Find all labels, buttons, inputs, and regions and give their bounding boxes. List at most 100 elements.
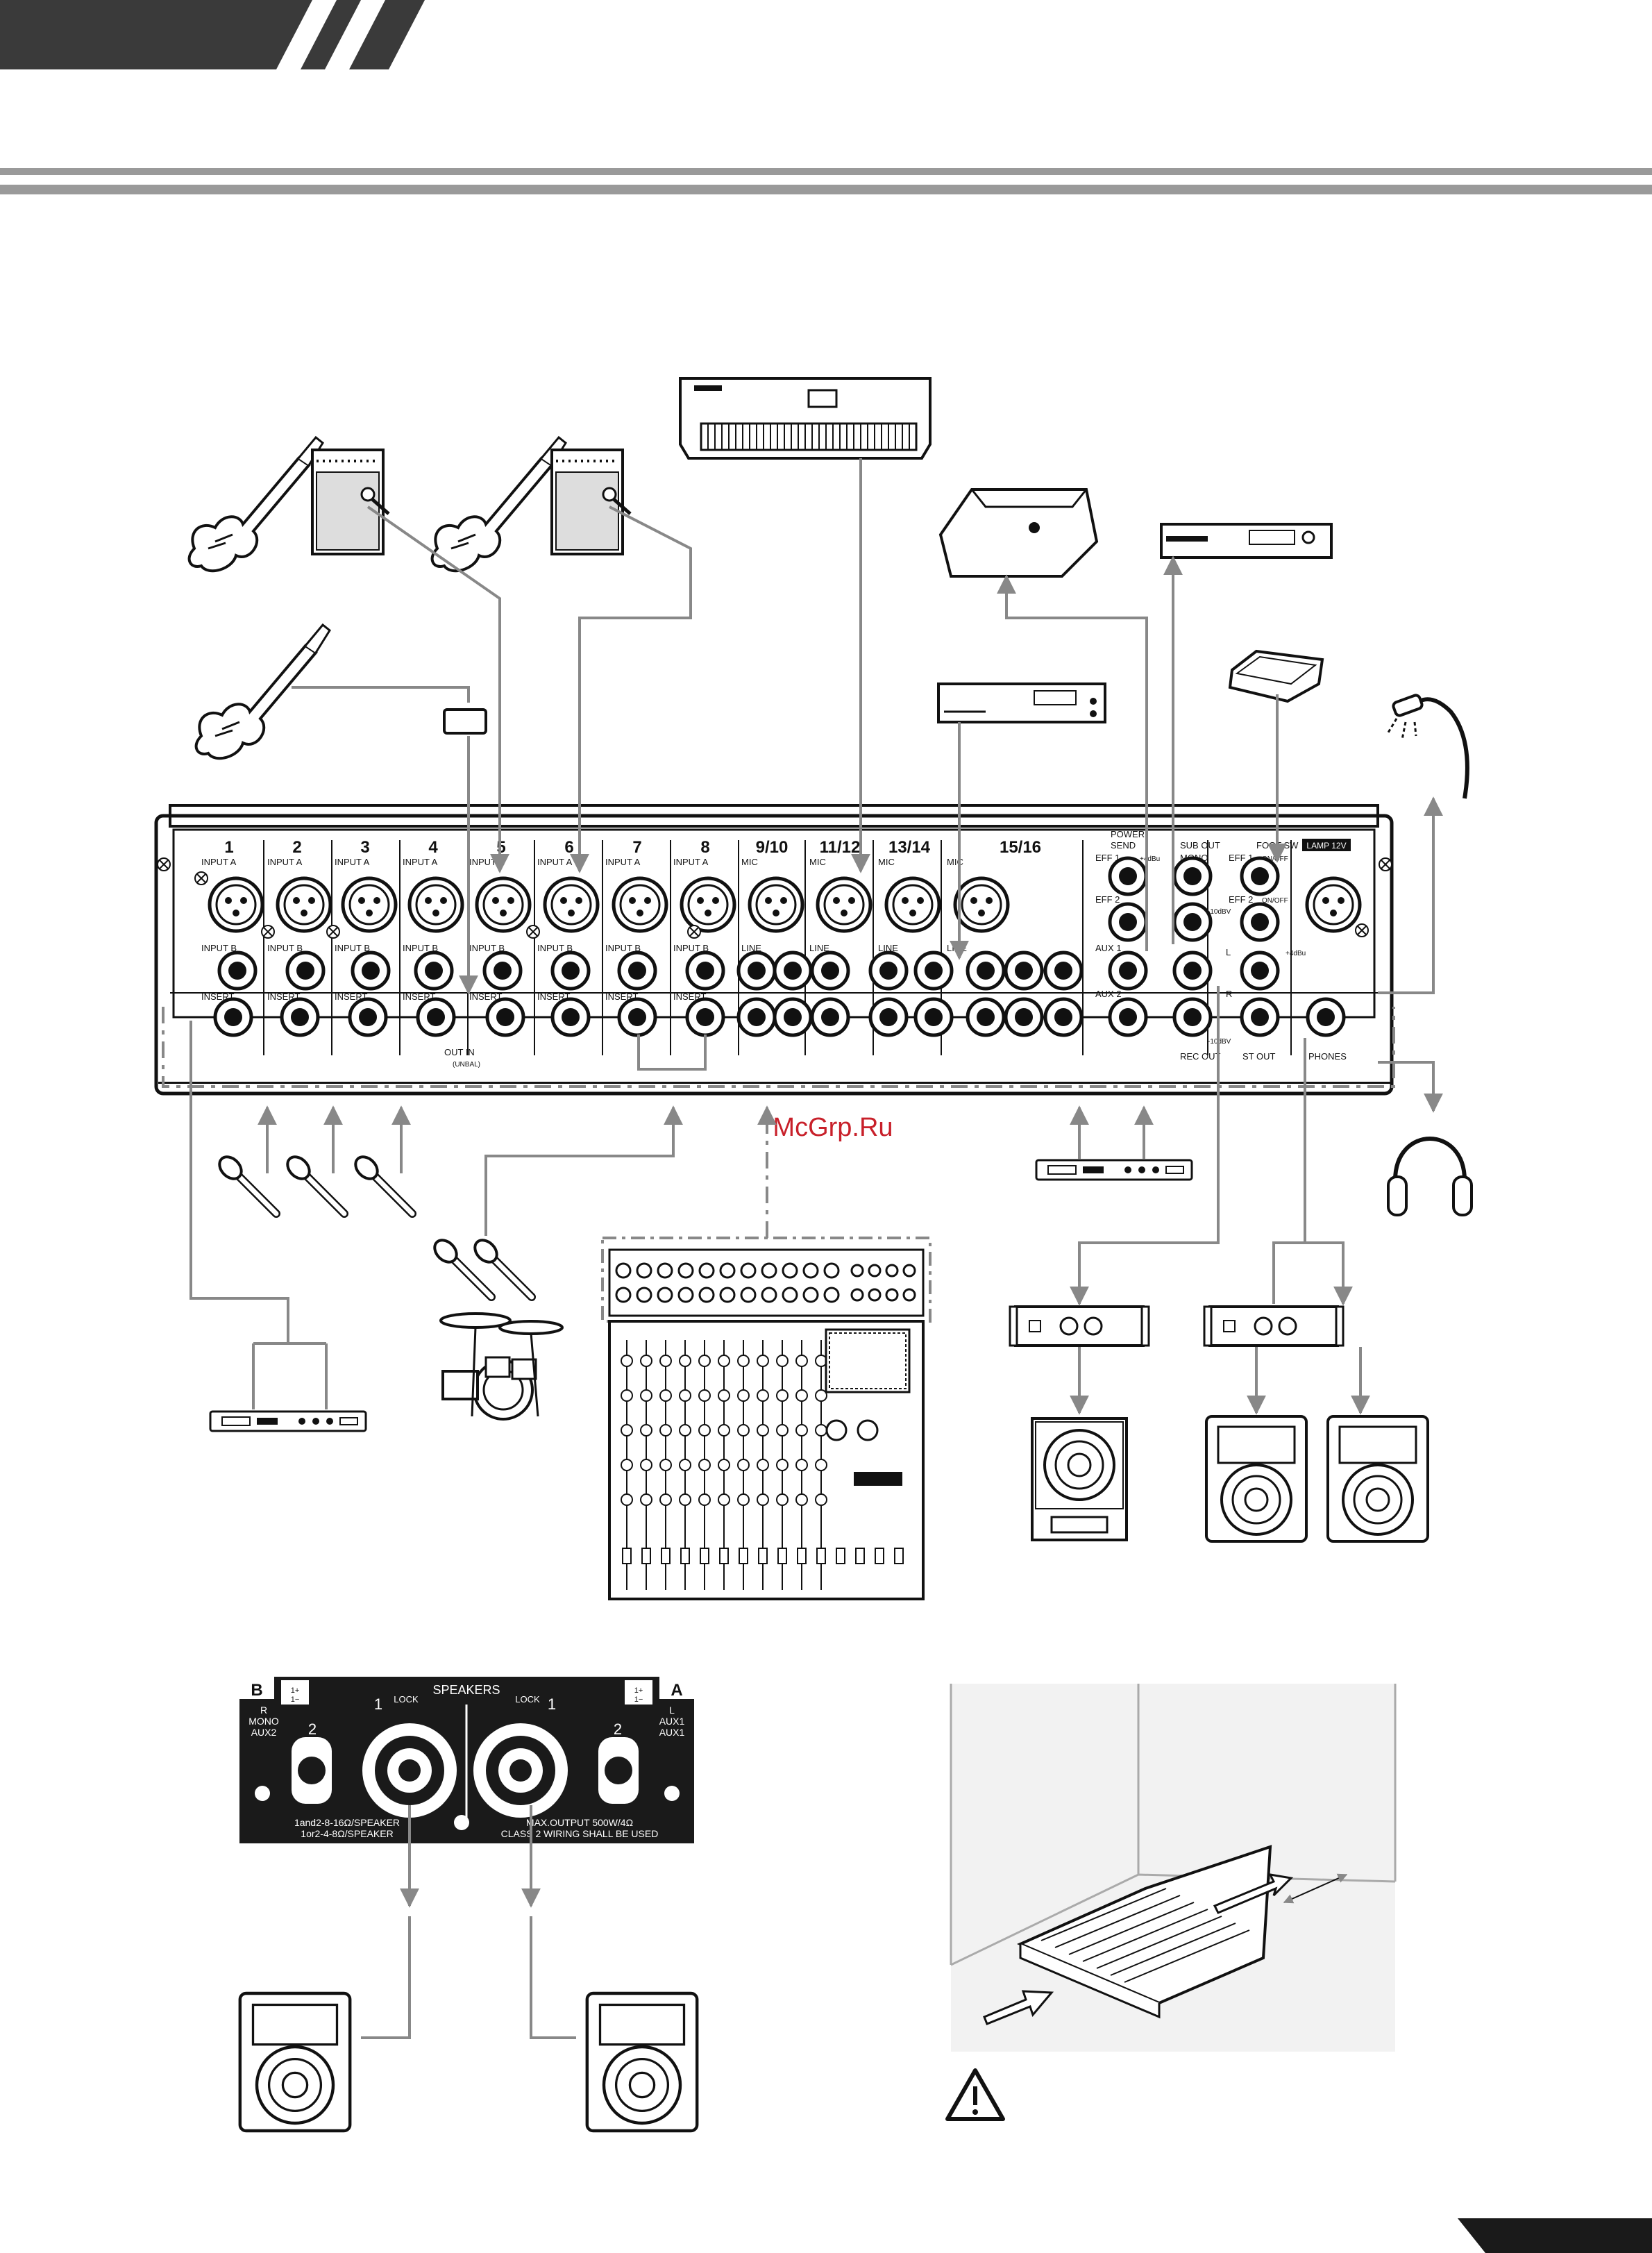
insert-label: INSERT xyxy=(335,991,367,1002)
xlr-input-15-16[interactable] xyxy=(955,878,1008,931)
jack-input-b-5[interactable] xyxy=(484,953,521,989)
jack-input-b-1[interactable] xyxy=(219,953,255,989)
jack-line-r[interactable] xyxy=(870,999,907,1035)
jack-st-out-l[interactable] xyxy=(1242,953,1278,989)
jack-eff1-send[interactable] xyxy=(1110,858,1146,894)
jack-input-b-2[interactable] xyxy=(287,953,323,989)
xlr-input-6[interactable] xyxy=(545,878,598,931)
power-label: POWER xyxy=(1111,829,1145,839)
jack-rec-out-l[interactable] xyxy=(1174,953,1211,989)
xlr-input-7[interactable] xyxy=(614,878,666,931)
jack-mono-out[interactable] xyxy=(1174,858,1211,894)
jack-line-l[interactable] xyxy=(1006,953,1042,989)
jack-line-l[interactable] xyxy=(870,953,907,989)
jack-insert-4[interactable] xyxy=(418,999,454,1035)
jack-line-l[interactable] xyxy=(916,953,952,989)
input-a-label: INPUT A xyxy=(267,857,303,867)
jack-insert-2[interactable] xyxy=(282,999,318,1035)
screw xyxy=(261,925,275,939)
cable xyxy=(637,1035,707,1071)
a-side-l: L xyxy=(669,1705,675,1716)
jack-insert-8[interactable] xyxy=(687,999,723,1035)
recorder-icon xyxy=(1160,523,1333,559)
jack-line-l[interactable] xyxy=(739,953,775,989)
xlr-input-13-14[interactable] xyxy=(886,878,939,931)
stage-monitor-icon xyxy=(938,488,1099,578)
jack-insert-7[interactable] xyxy=(619,999,655,1035)
microphone-icon xyxy=(351,1153,412,1214)
channel-label: 2 xyxy=(292,838,301,857)
lamp-connector[interactable] xyxy=(1307,878,1360,931)
send-label: SEND xyxy=(1111,840,1136,851)
xlr-input-1[interactable] xyxy=(210,878,262,931)
a-side-aux1: AUX1 xyxy=(659,1727,685,1738)
xlr-input-8[interactable] xyxy=(682,878,734,931)
jack-line-r[interactable] xyxy=(968,999,1004,1035)
jack-line-r[interactable] xyxy=(775,999,811,1035)
jack-st-out-r[interactable] xyxy=(1242,999,1278,1035)
jack-input-b-4[interactable] xyxy=(416,953,452,989)
screw xyxy=(526,925,540,939)
jack-insert-3[interactable] xyxy=(350,999,386,1035)
subwoofer-icon xyxy=(1031,1417,1128,1541)
power-amplifier-icon xyxy=(1009,1305,1150,1347)
b-side-mono: MONO xyxy=(248,1716,279,1727)
unbal-label: (UNBAL) xyxy=(453,1061,480,1069)
speakers-title: SPEAKERS xyxy=(432,1683,500,1697)
cable xyxy=(530,1916,576,2039)
jack-eff2-send[interactable] xyxy=(1110,904,1146,940)
impedance-text-1: 1and2-8-16Ω/SPEAKER xyxy=(294,1817,400,1828)
jack-foot-sw-1[interactable] xyxy=(1242,858,1278,894)
jack-rec-out-r[interactable] xyxy=(1174,999,1211,1035)
xlr-input-11-12[interactable] xyxy=(818,878,870,931)
channel-label: 1 xyxy=(224,838,233,857)
jack-input-b-6[interactable] xyxy=(553,953,589,989)
jack-insert-1[interactable] xyxy=(215,999,251,1035)
jack-input-b-8[interactable] xyxy=(687,953,723,989)
xlr-input-5[interactable] xyxy=(477,878,530,931)
jack-line-r[interactable] xyxy=(1045,999,1081,1035)
mixer-icon xyxy=(601,1237,932,1600)
jack-line-l[interactable] xyxy=(1045,953,1081,989)
r-label: R xyxy=(1226,989,1232,999)
screw xyxy=(157,857,171,871)
jack-line-l[interactable] xyxy=(968,953,1004,989)
jack-line-r[interactable] xyxy=(739,999,775,1035)
jack-insert-6[interactable] xyxy=(553,999,589,1035)
cable xyxy=(1272,1038,1343,1304)
cd-player-icon xyxy=(937,682,1106,723)
jack-aux2-send[interactable] xyxy=(1110,999,1146,1035)
channel-label: 15/16 xyxy=(1000,838,1041,857)
lock-label: LOCK xyxy=(515,1694,540,1705)
input-b-label: INPUT B xyxy=(673,943,709,953)
jack-line-r[interactable] xyxy=(916,999,952,1035)
channel-label: 11/12 xyxy=(820,838,861,857)
drum-kit-icon xyxy=(439,1312,564,1421)
xlr-input-2[interactable] xyxy=(278,878,330,931)
cable xyxy=(570,505,692,873)
cable xyxy=(366,505,509,873)
jack-line-l[interactable] xyxy=(775,953,811,989)
line-label: LINE xyxy=(947,943,967,953)
jack-line-r[interactable] xyxy=(812,999,848,1035)
xlr-input-3[interactable] xyxy=(343,878,396,931)
jack-input-b-3[interactable] xyxy=(353,953,389,989)
power-amplifier-icon xyxy=(1203,1305,1345,1347)
jack-line-l[interactable] xyxy=(812,953,848,989)
input-b-label: INPUT B xyxy=(403,943,438,953)
speaker-icon xyxy=(1205,1415,1308,1543)
jack-foot-sw-2[interactable] xyxy=(1242,904,1278,940)
jack-sub-out[interactable] xyxy=(1174,904,1211,940)
jack-insert-5[interactable] xyxy=(487,999,523,1035)
mic-label: MIC xyxy=(741,857,758,867)
jack-line-r[interactable] xyxy=(1006,999,1042,1035)
screw xyxy=(194,871,208,885)
jack-aux1-send[interactable] xyxy=(1110,953,1146,989)
cable xyxy=(997,574,1148,951)
jack-input-b-7[interactable] xyxy=(619,953,655,989)
jack-phones[interactable] xyxy=(1308,999,1344,1035)
xlr-input-9-10[interactable] xyxy=(750,878,802,931)
xlr-input-4[interactable] xyxy=(410,878,462,931)
eff1-label: EFF 1 xyxy=(1095,853,1120,863)
